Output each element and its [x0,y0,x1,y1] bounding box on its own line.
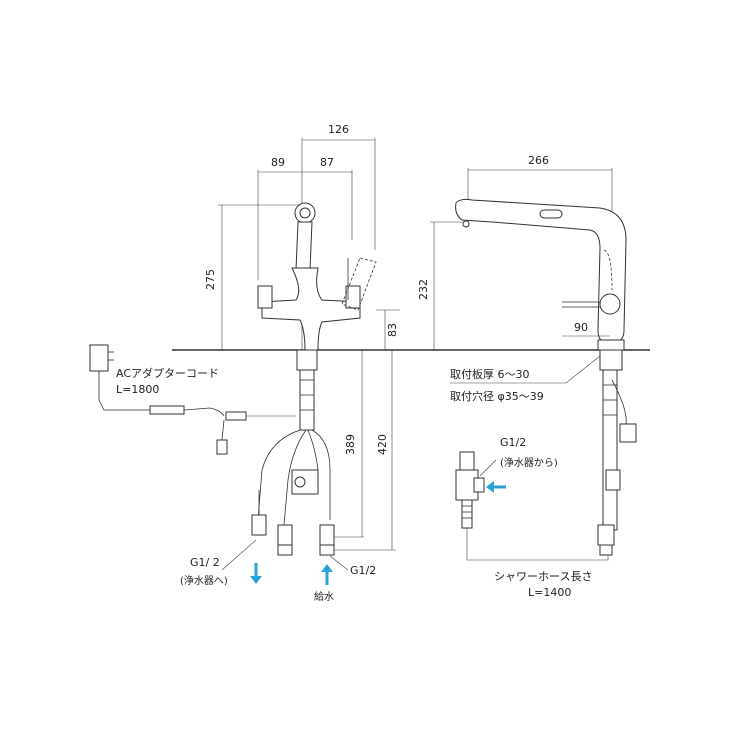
inflow-arrow-icon [321,564,333,585]
shower-hose-connector [455,451,609,561]
ac-adapter-cord-label: ACアダプターコード [116,366,219,380]
dim-389: 389 [344,434,357,455]
side-underside-plumbing [597,349,637,556]
water-supply-label: 給水 [314,590,334,603]
dim-275: 275 [204,269,217,290]
faucet-front-view [257,202,377,351]
ac-adapter-length-label: L=1800 [116,383,159,396]
inflow-side-arrow-icon [486,481,506,493]
shower-hose-l-label: L=1400 [528,586,571,599]
g12-filter-in-label: G1/2 [500,436,526,449]
front-underside-plumbing [251,349,335,556]
to-filter-label: (浄水器へ) [180,574,228,587]
ac-adapter [89,344,296,455]
mount-plate-thickness-label: 取付板厚 6～30 [450,367,530,381]
dim-266: 266 [528,154,549,167]
g12-supply-label: G1/2 [350,564,376,577]
dim-420: 420 [376,434,389,455]
outflow-arrow-icon [250,563,262,584]
dim-90: 90 [574,321,588,334]
dim-83: 83 [386,323,399,337]
mount-hole-diameter-label: 取付穴径 φ35～39 [450,389,544,403]
g12-to-filter-label: G1/ 2 [190,556,220,569]
faucet-side-view [455,198,627,351]
dim-87: 87 [320,156,334,169]
from-filter-label: (浄水器から) [500,456,558,469]
dim-126: 126 [328,123,349,136]
dim-89: 89 [271,156,285,169]
shower-hose-length-label: シャワーホース長さ [494,570,592,583]
dim-232: 232 [417,279,430,300]
